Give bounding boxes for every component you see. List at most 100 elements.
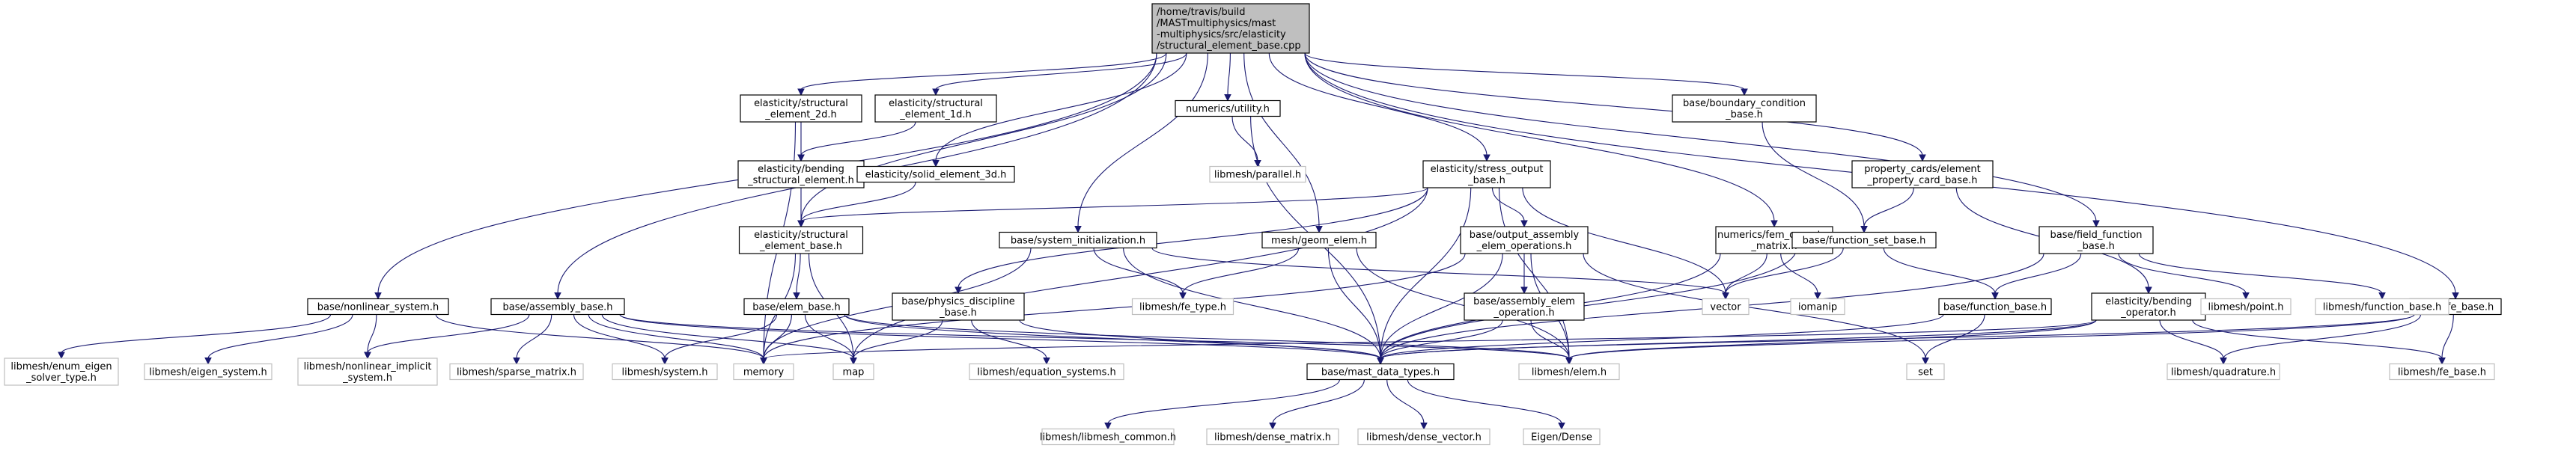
node-nonlin[interactable]: base/nonlinear_system.h <box>307 298 449 316</box>
node-outassem[interactable]: base/output_assembly_elem_operations.h <box>1460 226 1589 254</box>
node-label-line: libmesh/function_base.h <box>2323 302 2442 313</box>
node-label-line: libmesh/system.h <box>622 367 708 378</box>
arrowhead-stress-to-physdisc <box>954 286 962 295</box>
edge-bendop-to-quad <box>2159 319 2224 359</box>
node-box <box>307 298 449 316</box>
node-box <box>1851 160 1994 188</box>
arrowhead-propcard-to-bendop <box>2145 286 2152 295</box>
edge-bendop-to-lmfebase <box>2192 319 2443 359</box>
node-nlimplicit: libmesh/nonlinear_implicit_system.h <box>297 358 438 386</box>
node-util[interactable]: numerics/utility.h <box>1175 99 1281 117</box>
node-point: libmesh/point.h <box>2200 298 2292 316</box>
node-root[interactable]: /home/travis/build/MASTmultiphysics/mast… <box>1151 3 1310 54</box>
node-label-line: mesh/geom_elem.h <box>1271 236 1367 247</box>
node-box <box>1151 3 1310 54</box>
node-label-line: _structural_element.h <box>747 175 854 186</box>
node-label-line: libmesh/libmesh_common.h <box>1040 432 1176 444</box>
edge-stress-to-outassem <box>1491 187 1525 222</box>
arrowhead-elembase-to-map <box>850 358 857 365</box>
node-seb[interactable]: elasticity/structural_element_base.h <box>738 226 864 254</box>
node-lmfebase: libmesh/fe_base.h <box>2389 363 2495 381</box>
node-box <box>1464 292 1585 321</box>
node-fnbase[interactable]: base/function_base.h <box>1938 298 2052 316</box>
edge-geom-to-mdt <box>1327 248 1381 359</box>
edge-assembly-to-mdt <box>619 314 1381 359</box>
arrowhead-root-to-fieldfn <box>2092 220 2100 228</box>
node-label-line: _matrix.h <box>1750 241 1797 252</box>
arrowhead-febase-to-mdt <box>1377 358 1384 365</box>
node-box <box>1422 160 1551 188</box>
node-box <box>1518 363 1620 381</box>
node-box <box>1209 165 1306 183</box>
edge-febase-to-lmfebase <box>2441 314 2454 359</box>
node-sysinit[interactable]: base/system_initialization.h <box>999 231 1157 249</box>
edge-root-to-se1d <box>935 52 1187 90</box>
edge-physdisc-to-map <box>853 319 943 359</box>
node-se1d[interactable]: elasticity/structural_element_1d.h <box>874 94 997 123</box>
node-assemop[interactable]: base/assembly_elem_operation.h <box>1464 292 1585 321</box>
edge-bendop-to-mdt <box>1380 319 2097 359</box>
node-label-line: /MASTmultiphysics/mast <box>1157 18 1276 29</box>
node-box <box>1357 428 1491 446</box>
node-label-line: _base.h <box>1725 109 1763 120</box>
node-stress[interactable]: elasticity/stress_output_base.h <box>1422 160 1551 188</box>
node-box <box>490 298 625 316</box>
edge-mdt-to-lmcommon <box>1107 379 1340 424</box>
node-label-line: elasticity/structural <box>754 98 848 109</box>
node-box <box>1460 226 1589 254</box>
edge-fnbase-to-mdt <box>1380 314 1944 359</box>
node-label-line: base/field_function <box>2050 230 2142 241</box>
edge-bendop-to-memory <box>763 319 2097 359</box>
node-fieldfn[interactable]: base/field_function_base.h <box>2038 226 2154 254</box>
arrowhead-mdt-to-densevec <box>1420 423 1428 430</box>
node-box <box>892 292 1025 321</box>
node-box <box>1131 298 1234 316</box>
edge-outassem-to-set <box>1583 253 1926 359</box>
node-propcard[interactable]: property_cards/element_property_card_bas… <box>1851 160 1994 188</box>
node-fetype: libmesh/fe_type.h <box>1131 298 1234 316</box>
node-bendop[interactable]: elasticity/bending_operator.h <box>2091 292 2206 321</box>
arrowhead-seb-to-elembase <box>793 292 800 300</box>
node-bend[interactable]: elasticity/bending_structural_element.h <box>737 160 865 188</box>
edge-febase-to-elem <box>1568 314 2415 359</box>
node-geom[interactable]: mesh/geom_elem.h <box>1261 231 1377 249</box>
node-bcbase[interactable]: base/boundary_condition_base.h <box>1672 94 1817 123</box>
node-lmcommon: libmesh/libmesh_common.h <box>1040 428 1176 446</box>
node-box <box>4 358 119 386</box>
edge-fnbase-to-set <box>1925 314 1985 359</box>
edge-bendop-to-elem <box>1568 319 2097 359</box>
edge-sysinit-to-vector <box>1151 248 1726 294</box>
edge-se1d-to-bend <box>800 121 916 156</box>
node-assembly[interactable]: base/assembly_base.h <box>490 298 625 316</box>
node-box <box>1261 231 1377 249</box>
node-physdisc[interactable]: base/physics_discipline_base.h <box>892 292 1025 321</box>
node-label-line: libmesh/sparse_matrix.h <box>457 367 576 378</box>
arrowhead-bendop-to-memory <box>760 358 767 365</box>
edge-root-to-seb <box>800 52 1167 222</box>
node-label-line: elasticity/structural <box>754 230 848 241</box>
edge-assembly-to-elem <box>619 314 1570 359</box>
arrowhead-febase-to-lmfebase <box>2438 358 2446 365</box>
edge-elembase-to-memory <box>763 314 792 359</box>
node-box <box>1041 428 1175 446</box>
node-solid[interactable]: elasticity/solid_element_3d.h <box>856 165 1015 183</box>
node-label-line: iomanip <box>1798 302 1837 313</box>
node-label-line: numerics/utility.h <box>1186 104 1270 115</box>
node-box <box>297 358 438 386</box>
node-eqsys: libmesh/equation_systems.h <box>969 363 1124 381</box>
node-box <box>2038 226 2154 254</box>
edge-assembly-to-map <box>601 314 854 359</box>
node-quad: libmesh/quadrature.h <box>2167 363 2280 381</box>
node-fsetbase[interactable]: base/function_set_base.h <box>1791 231 1937 249</box>
node-box <box>1938 298 2052 316</box>
node-se2d[interactable]: elasticity/structural_element_2d.h <box>740 94 862 123</box>
node-label-line: vector <box>1710 302 1741 313</box>
edge-elembase-to-map <box>804 314 854 359</box>
arrowhead-nonlin-to-eigsolver <box>58 352 65 360</box>
edge-fieldfn-to-fnbase <box>1994 253 2082 294</box>
node-elembase[interactable]: base/elem_base.h <box>743 298 850 316</box>
edge-stress-to-vector <box>1522 187 1726 294</box>
node-mdt[interactable]: base/mast_data_types.h <box>1306 363 1455 381</box>
node-label-line: libmesh/nonlinear_implicit <box>304 361 432 372</box>
node-label-line: libmesh/eigen_system.h <box>149 367 267 378</box>
